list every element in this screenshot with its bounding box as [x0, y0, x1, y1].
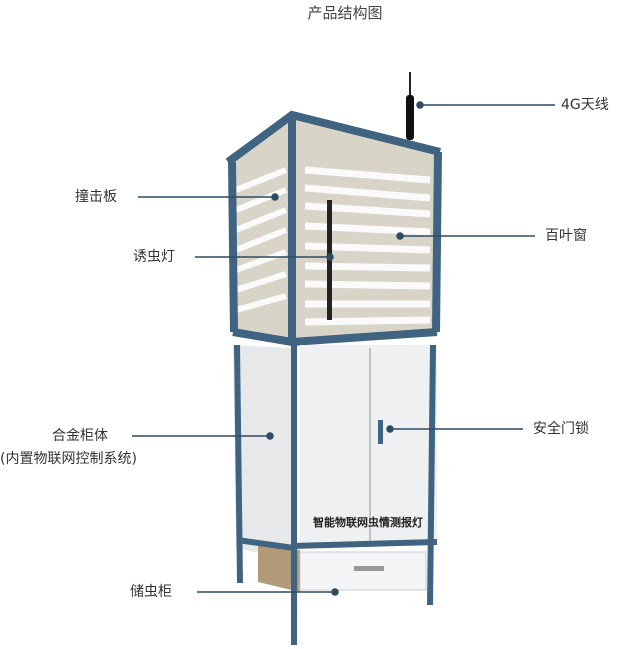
- drawer-side: [258, 545, 300, 592]
- label-lure-lamp: 诱虫灯: [133, 249, 175, 265]
- label-door-lock: 安全门锁: [533, 421, 589, 437]
- cabinet-front: [300, 345, 437, 545]
- label-cabinet-note: (内置物联网控制系统): [0, 451, 137, 467]
- antenna: [406, 72, 414, 140]
- device-print: 智能物联网虫情测报灯: [313, 515, 423, 529]
- cabinet-frame-legs: [234, 344, 438, 645]
- louver-slats-front: [304, 166, 431, 326]
- label-antenna: 4G天线: [561, 97, 609, 113]
- cabinet-side: [233, 345, 292, 560]
- diagram-title: 产品结构图: [307, 4, 383, 22]
- label-impact-plate: 撞击板: [75, 189, 117, 205]
- label-cabinet: 合金柜体: [52, 428, 108, 444]
- cage-frame: [225, 110, 442, 347]
- louver-slats-left: [234, 167, 288, 313]
- label-louver: 百叶窗: [545, 228, 587, 244]
- drawer-handle: [354, 566, 384, 571]
- door-lock: [378, 420, 383, 444]
- label-storage: 储虫柜: [130, 584, 172, 600]
- leader-lines: [132, 101, 555, 596]
